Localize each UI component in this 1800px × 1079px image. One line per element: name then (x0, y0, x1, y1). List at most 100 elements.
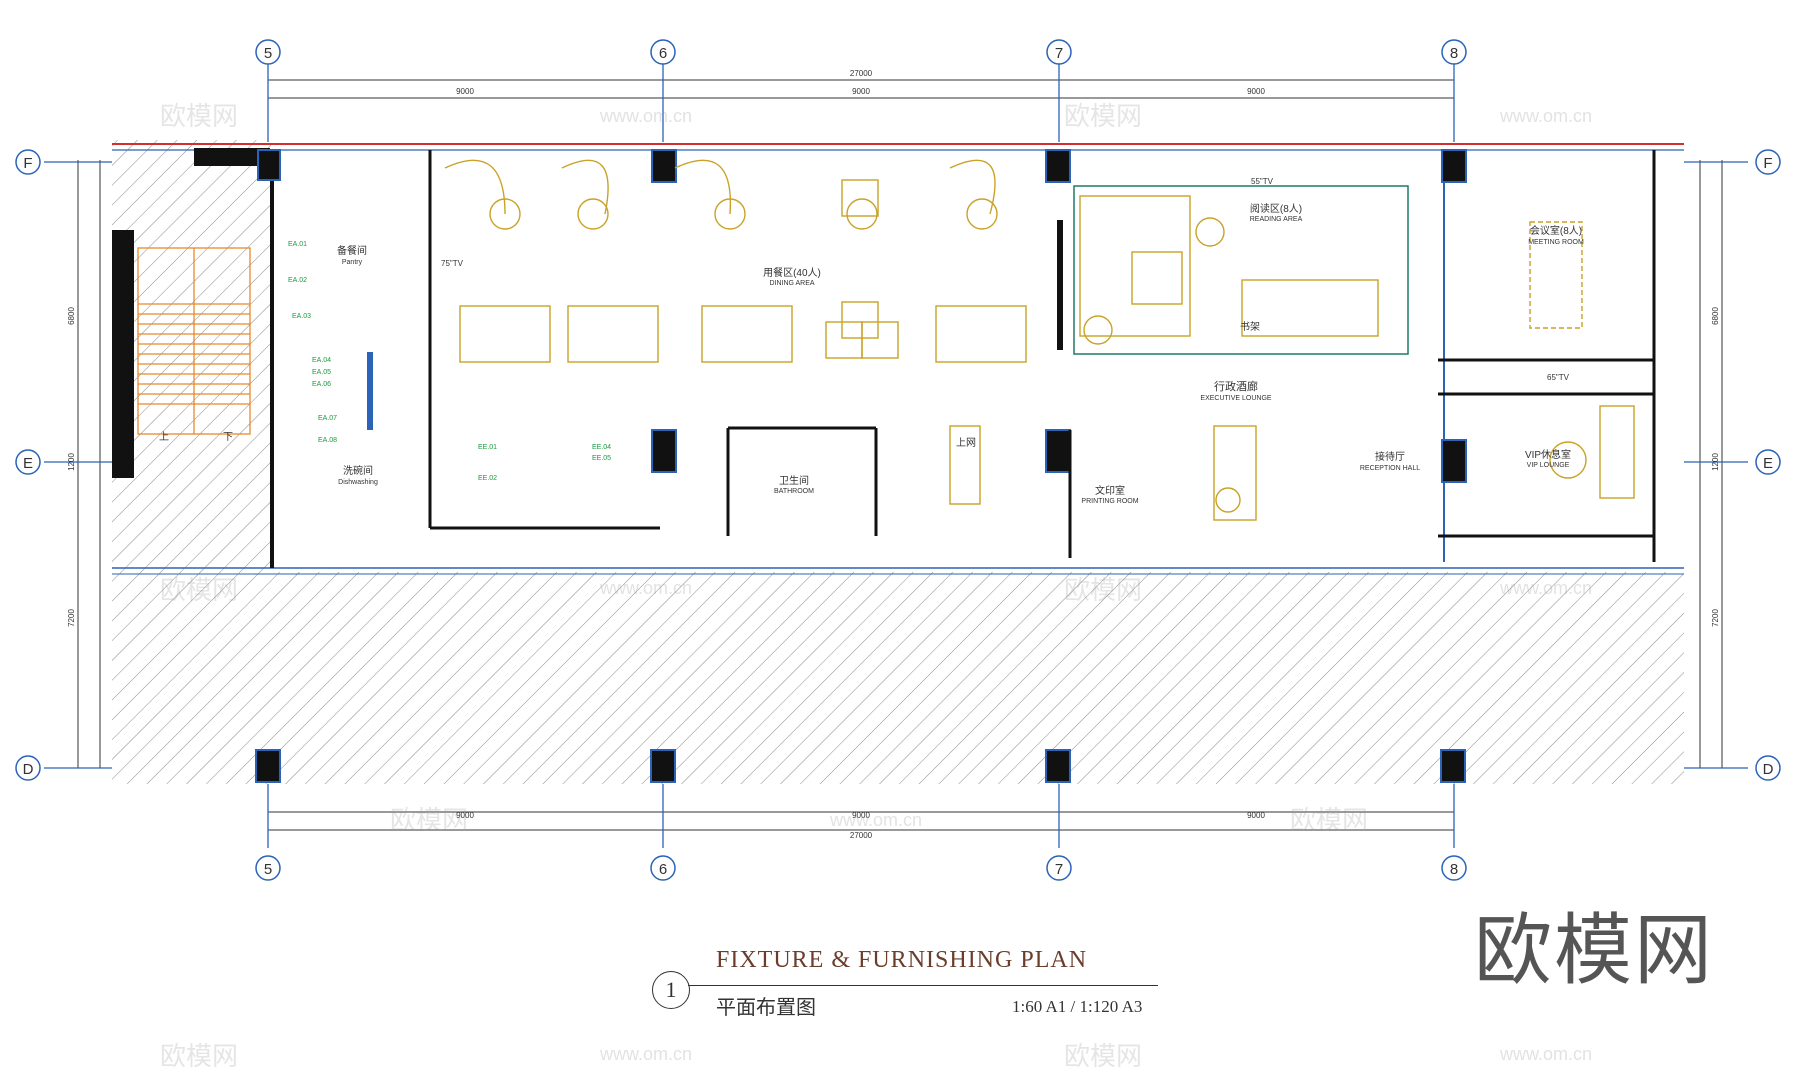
meeting-label: 会议室(8人) (1530, 224, 1582, 237)
reading-label: 阅读区(8人) (1250, 202, 1302, 215)
grid-col-7-bottom: 7 (1055, 861, 1063, 878)
watermark-logo-7: 欧模网 (160, 1042, 239, 1072)
watermark-url-5: www.om.cn (830, 810, 923, 830)
grid-row-f-left: F (23, 155, 32, 172)
dim-total-bottom: 27000 (850, 831, 873, 840)
svg-text:EE.05: EE.05 (592, 455, 611, 462)
interior-partitions (430, 358, 1654, 558)
building-walls (112, 143, 1684, 575)
vip-label-en: VIP LOUNGE (1527, 462, 1570, 469)
dim-bay-top-1: 9000 (456, 87, 474, 96)
dim-left-3: 7200 (67, 609, 76, 627)
drawing-scale: 1:60 A1 / 1:120 A3 (1012, 997, 1143, 1016)
grid-lines (44, 64, 1748, 848)
watermark-logo-5: 欧模网 (390, 806, 469, 836)
drawing-subtitle: 平面布置图 (716, 995, 816, 1019)
grid-bubbles (15, 39, 1781, 881)
svg-text:EA.08: EA.08 (318, 437, 337, 444)
stair (137, 247, 251, 435)
svg-text:EA.06: EA.06 (312, 381, 331, 388)
grid-bubble-labels: 5 6 7 8 5 6 7 8 F E D F E D (23, 45, 1774, 878)
grid-col-5-bottom: 5 (264, 861, 272, 878)
printing-label-en: PRINTING ROOM (1081, 498, 1138, 505)
dining-label-en: DINING AREA (769, 280, 814, 287)
watermark-logo-3: 欧模网 (160, 576, 239, 606)
svg-text:EA.07: EA.07 (318, 415, 337, 422)
dim-total-top: 27000 (850, 69, 873, 78)
svg-text:EA.02: EA.02 (288, 277, 307, 284)
grid-col-6-bottom: 6 (659, 861, 667, 878)
pantry-label: 备餐间 (337, 244, 367, 257)
grid-col-5-top: 5 (264, 45, 272, 62)
watermark-logo-6: 欧模网 (1290, 806, 1369, 836)
grid-row-d-right: D (1763, 761, 1774, 778)
pantry-label-en: Pantry (342, 259, 363, 266)
dim-bay-top-2: 9000 (852, 87, 870, 96)
printing-label: 文印室 (1095, 484, 1125, 497)
dim-bay-bot-2: 9000 (852, 811, 870, 820)
watermark-url-7: www.om.cn (1500, 1044, 1593, 1064)
watermark-url-1: www.om.cn (600, 106, 693, 126)
dim-left-2: 1200 (67, 453, 76, 471)
reception-label-en: RECEPTION HALL (1360, 465, 1420, 472)
structural-columns (255, 149, 1467, 783)
shangwang-label: 上网 (956, 437, 976, 449)
dishwashing-label: 洗碗间 (343, 464, 373, 477)
bathroom-label: 卫生间 (779, 474, 809, 487)
watermark-url-2: www.om.cn (1500, 106, 1593, 126)
dim-bay-bot-3: 9000 (1247, 811, 1265, 820)
watermark-logo-1: 欧模网 (160, 102, 239, 132)
dim-right-3: 7200 (1711, 609, 1720, 627)
dimension-lines (77, 79, 1723, 831)
site-logo: 欧模网 (1474, 906, 1715, 996)
drawing-title: FIXTURE & FURNISHING PLAN (716, 947, 1088, 973)
tv55-label: 55"TV (1251, 177, 1274, 186)
svg-text:EA.05: EA.05 (312, 369, 331, 376)
dining-label: 用餐区(40人) (763, 266, 821, 279)
title-underline (688, 985, 1158, 986)
svg-text:EE.02: EE.02 (478, 475, 497, 482)
dishwashing-label-en: Dishwashing (338, 479, 378, 486)
watermark-url-4: www.om.cn (1500, 578, 1593, 598)
stair-up-label: 上 (159, 431, 169, 443)
dim-bay-bot-1: 9000 (456, 811, 474, 820)
reading-label-en: READING AREA (1250, 216, 1303, 223)
svg-text:EA.04: EA.04 (312, 357, 331, 364)
grid-col-6-top: 6 (659, 45, 667, 62)
meeting-label-en: MEETING ROOM (1528, 239, 1584, 246)
executive-label: 行政酒廊 (1214, 379, 1258, 393)
grid-row-f-right: F (1763, 155, 1772, 172)
grid-col-8-top: 8 (1450, 45, 1458, 62)
watermark-url-6: www.om.cn (600, 1044, 693, 1064)
dim-right-1: 6800 (1711, 307, 1720, 325)
dimension-texts: 27000 9000 9000 9000 9000 9000 9000 2700… (67, 69, 1720, 840)
title-block: 1 FIXTURE & FURNISHING PLAN 平面布置图 1:60 A… (652, 945, 1192, 1025)
drawing-number: 1 (652, 971, 690, 1009)
watermark-logo-8: 欧模网 (1064, 1042, 1143, 1072)
stair-down-label: 下 (223, 432, 233, 443)
reading-zone-outline (1073, 185, 1409, 355)
books-label: 书架 (1240, 321, 1260, 333)
bathroom-label-en: BATHROOM (774, 488, 814, 495)
tv65-label: 65"TV (1547, 373, 1570, 382)
grid-col-8-bottom: 8 (1450, 861, 1458, 878)
stair-hatch (112, 140, 272, 572)
dim-bay-top-3: 9000 (1247, 87, 1265, 96)
grid-row-e-right: E (1763, 455, 1773, 472)
watermark-logo-2: 欧模网 (1064, 102, 1143, 132)
svg-text:EA.01: EA.01 (288, 241, 307, 248)
room-labels: 用餐区(40人) DINING AREA 阅读区(8人) READING ARE… (159, 177, 1584, 505)
svg-text:EE.04: EE.04 (592, 444, 611, 451)
dim-right-2: 1200 (1711, 453, 1720, 471)
svg-text:EE.01: EE.01 (478, 444, 497, 451)
grid-row-d-left: D (23, 761, 34, 778)
dim-left-1: 6800 (67, 307, 76, 325)
grid-col-7-top: 7 (1055, 45, 1063, 62)
watermark-logo-4: 欧模网 (1064, 576, 1143, 606)
furniture (444, 159, 1635, 521)
corridor-hatch (112, 572, 1684, 784)
vip-label: VIP休息室 (1525, 448, 1571, 461)
grid-row-e-left: E (23, 455, 33, 472)
